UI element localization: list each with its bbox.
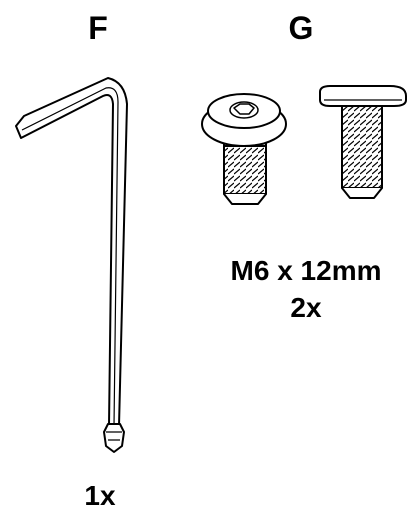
hex-key-icon <box>15 77 128 453</box>
part-f-quantity: 1x <box>84 480 116 511</box>
screw-side-view-icon <box>319 85 407 199</box>
part-g-quantity: 2x <box>290 292 322 323</box>
screw-top-view-icon <box>201 93 287 205</box>
part-g-spec: M6 x 12mm <box>230 255 382 286</box>
part-f-letter: F <box>88 10 108 46</box>
part-g-letter: G <box>288 10 314 46</box>
